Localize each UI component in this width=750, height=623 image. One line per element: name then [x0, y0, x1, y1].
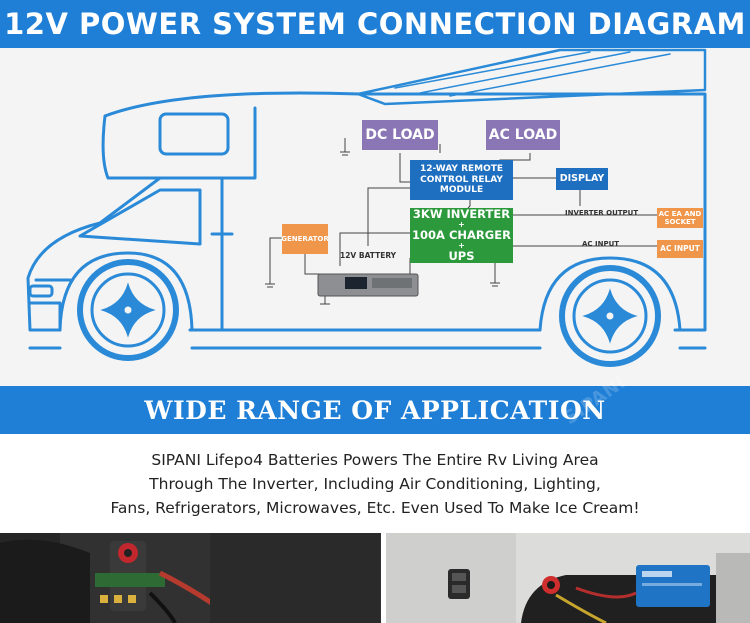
battery-compartment-image: [0, 533, 381, 623]
inverter-line-3: UPS: [448, 249, 475, 264]
description-line-3: Fans, Refrigerators, Microwaves, Etc. Ev…: [110, 499, 640, 517]
section-title-banner: WIDE RANGE OF APPLICATION SIPANI: [0, 372, 750, 434]
ac-input-label: AC INPUT: [582, 240, 620, 248]
page-title: 12V POWER SYSTEM CONNECTION DIAGRAM: [4, 7, 746, 41]
wheel-icon: [77, 259, 179, 361]
ac-load-box: AC LOAD: [486, 120, 560, 150]
dc-load-box: DC LOAD: [362, 120, 438, 150]
ac-load-label: AC LOAD: [488, 126, 558, 143]
installation-photo-right: [386, 533, 750, 623]
connection-diagram: DC LOAD AC LOAD 12-WAY REMOTE CONTROL RE…: [0, 48, 750, 386]
inverter-line-2: 100A CHARGER: [412, 227, 511, 242]
ac-socket-box: AC EA AND SOCKET: [657, 208, 703, 228]
ac-socket-label: AC EA AND SOCKET: [658, 209, 702, 226]
display-label: DISPLAY: [559, 172, 605, 184]
relay-module-label: 12-WAY REMOTE CONTROL RELAY MODULE: [419, 164, 504, 196]
generator-box: GENERATOR: [281, 224, 329, 254]
inverter-line-1: 3KW INVERTER: [412, 206, 511, 221]
display-box: DISPLAY: [556, 168, 608, 190]
description-text: SIPANI Lifepo4 Batteries Powers The Enti…: [0, 448, 750, 520]
inverter-installation-image: [386, 533, 750, 623]
dc-load-label: DC LOAD: [365, 126, 435, 143]
page-title-banner: 12V POWER SYSTEM CONNECTION DIAGRAM: [0, 0, 750, 48]
inverter-charger-box: 3KW INVERTER + 100A CHARGER + UPS: [410, 206, 513, 264]
ac-input-box-label: AC INPUT: [660, 243, 700, 253]
installation-photo-left: [0, 533, 381, 623]
generator-label: GENERATOR: [281, 234, 329, 243]
inverter-plus-2: +: [458, 241, 465, 251]
inverter-plus-1: +: [458, 219, 465, 229]
rv-outline-drawing: [26, 48, 707, 367]
section-title: WIDE RANGE OF APPLICATION: [144, 395, 606, 425]
description-line-1: SIPANI Lifepo4 Batteries Powers The Enti…: [151, 451, 599, 469]
relay-module-box: 12-WAY REMOTE CONTROL RELAY MODULE: [410, 160, 513, 200]
ac-input-box: AC INPUT: [657, 240, 703, 258]
battery-icon: [317, 273, 419, 297]
description-line-2: Through The Inverter, Including Air Cond…: [149, 475, 601, 493]
inverter-output-label: INVERTER OUTPUT: [565, 209, 639, 217]
battery-label: 12V BATTERY: [340, 251, 397, 260]
